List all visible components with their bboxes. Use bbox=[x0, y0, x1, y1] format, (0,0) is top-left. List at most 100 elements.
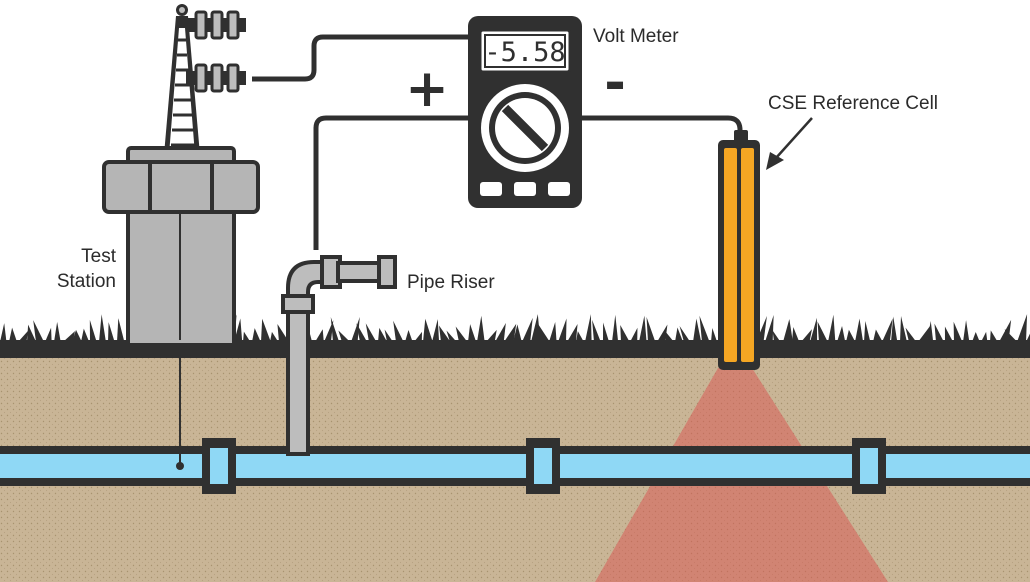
grass-blade bbox=[585, 314, 592, 342]
tower-wire bbox=[252, 34, 468, 82]
grass-blade bbox=[63, 331, 75, 342]
grass-blade bbox=[963, 320, 970, 342]
pipe-coupling bbox=[526, 438, 560, 494]
pipeline bbox=[0, 438, 1030, 494]
grass-blade bbox=[99, 314, 106, 342]
grass-blade bbox=[934, 323, 944, 342]
grass-blade bbox=[972, 331, 980, 342]
meter-button bbox=[548, 182, 570, 196]
grass-blade bbox=[990, 330, 998, 342]
pipe-riser-label: Pipe Riser bbox=[407, 272, 495, 293]
grass-blade bbox=[1026, 333, 1030, 342]
grass-blade bbox=[9, 327, 18, 342]
test-station bbox=[102, 146, 260, 347]
meter-button bbox=[480, 182, 502, 196]
grass-blade bbox=[27, 324, 37, 342]
grass-blade bbox=[549, 322, 557, 342]
grass-blade bbox=[711, 327, 718, 342]
grass-blade bbox=[446, 330, 457, 342]
grass-blade bbox=[837, 325, 846, 342]
positive-lead-wire bbox=[313, 115, 468, 250]
grass-blade bbox=[864, 321, 871, 342]
grass-blade bbox=[234, 318, 243, 342]
grass-blade bbox=[664, 330, 674, 342]
grass-blade bbox=[495, 323, 506, 342]
positive-terminal-sign: + bbox=[405, 59, 449, 119]
grass-blade bbox=[1004, 328, 1018, 342]
grass-blade bbox=[315, 329, 324, 342]
grass-blade bbox=[365, 323, 377, 342]
grass-blade bbox=[699, 315, 710, 342]
grass-blade bbox=[891, 316, 898, 342]
grass-blade bbox=[522, 317, 533, 342]
grass-blade bbox=[567, 324, 578, 342]
transmission-tower-icon bbox=[164, 4, 246, 155]
cse-reference-cell bbox=[718, 130, 760, 370]
grass-blade bbox=[384, 329, 394, 342]
grass-blade bbox=[477, 315, 485, 342]
negative-terminal-sign: - bbox=[604, 53, 626, 113]
grass-blade bbox=[54, 321, 61, 342]
grass-blade bbox=[261, 318, 271, 342]
grass-blade bbox=[679, 326, 691, 342]
meter-reading: -5.58 bbox=[484, 37, 565, 68]
grass-blade bbox=[432, 319, 440, 342]
grass-blade bbox=[108, 322, 115, 342]
grass-blade bbox=[944, 326, 954, 342]
grass-blade bbox=[405, 330, 413, 342]
grass-blade bbox=[630, 327, 638, 342]
grass-blade bbox=[18, 330, 29, 342]
volt-meter: -5.58 bbox=[468, 16, 582, 208]
grass-blade bbox=[576, 331, 584, 342]
grass-blade bbox=[558, 318, 567, 342]
pipe-coupling bbox=[202, 438, 236, 494]
grass-blade bbox=[693, 318, 702, 342]
grass-blade bbox=[918, 325, 931, 342]
grass-blade bbox=[486, 329, 497, 342]
pipe-coupling bbox=[852, 438, 886, 494]
grass-blade bbox=[324, 320, 334, 342]
insulator bbox=[186, 10, 246, 40]
grass-blade bbox=[783, 318, 793, 342]
test-station-label-line2: Station bbox=[57, 271, 116, 292]
grass-blade bbox=[603, 322, 610, 342]
pipe-riser bbox=[281, 255, 397, 456]
grass-blade bbox=[72, 329, 82, 342]
grass-blade bbox=[438, 325, 451, 342]
test-station-label-line1: Test bbox=[81, 246, 117, 267]
grass-blade bbox=[846, 329, 856, 342]
grass-blade bbox=[801, 329, 812, 342]
grass-blade bbox=[882, 318, 893, 342]
grass-blade bbox=[423, 318, 433, 342]
reference-cell-pointer-arrow bbox=[766, 117, 813, 170]
grass-blade bbox=[612, 314, 619, 342]
grass-blade bbox=[513, 324, 522, 342]
grass-blade bbox=[810, 317, 818, 342]
grass-blade bbox=[828, 314, 836, 342]
grass-blade bbox=[765, 314, 774, 342]
grass-blade bbox=[1017, 314, 1028, 342]
grass-blade bbox=[252, 328, 261, 342]
grass-blade bbox=[81, 328, 90, 342]
grass-blade bbox=[455, 326, 468, 342]
ground-surface bbox=[0, 340, 1030, 358]
grass-blade bbox=[538, 324, 550, 342]
grass-blade bbox=[531, 314, 541, 342]
grass-blade bbox=[772, 330, 781, 342]
grass-blade bbox=[981, 331, 988, 342]
grass-blade bbox=[338, 330, 351, 342]
grass-blade bbox=[414, 331, 423, 342]
reference-cell-label: CSE Reference Cell bbox=[768, 93, 938, 114]
grass-blade bbox=[855, 318, 864, 342]
grass-blade bbox=[468, 324, 477, 342]
grass-blade bbox=[330, 317, 340, 342]
grass-blade bbox=[639, 315, 647, 342]
grass-blade bbox=[378, 327, 388, 342]
grass-blade bbox=[873, 329, 883, 342]
grass-blade bbox=[900, 316, 907, 342]
negative-lead-wire bbox=[582, 115, 743, 140]
insulator bbox=[186, 63, 246, 93]
grass-blade bbox=[646, 317, 656, 342]
grass-blade bbox=[33, 320, 44, 342]
